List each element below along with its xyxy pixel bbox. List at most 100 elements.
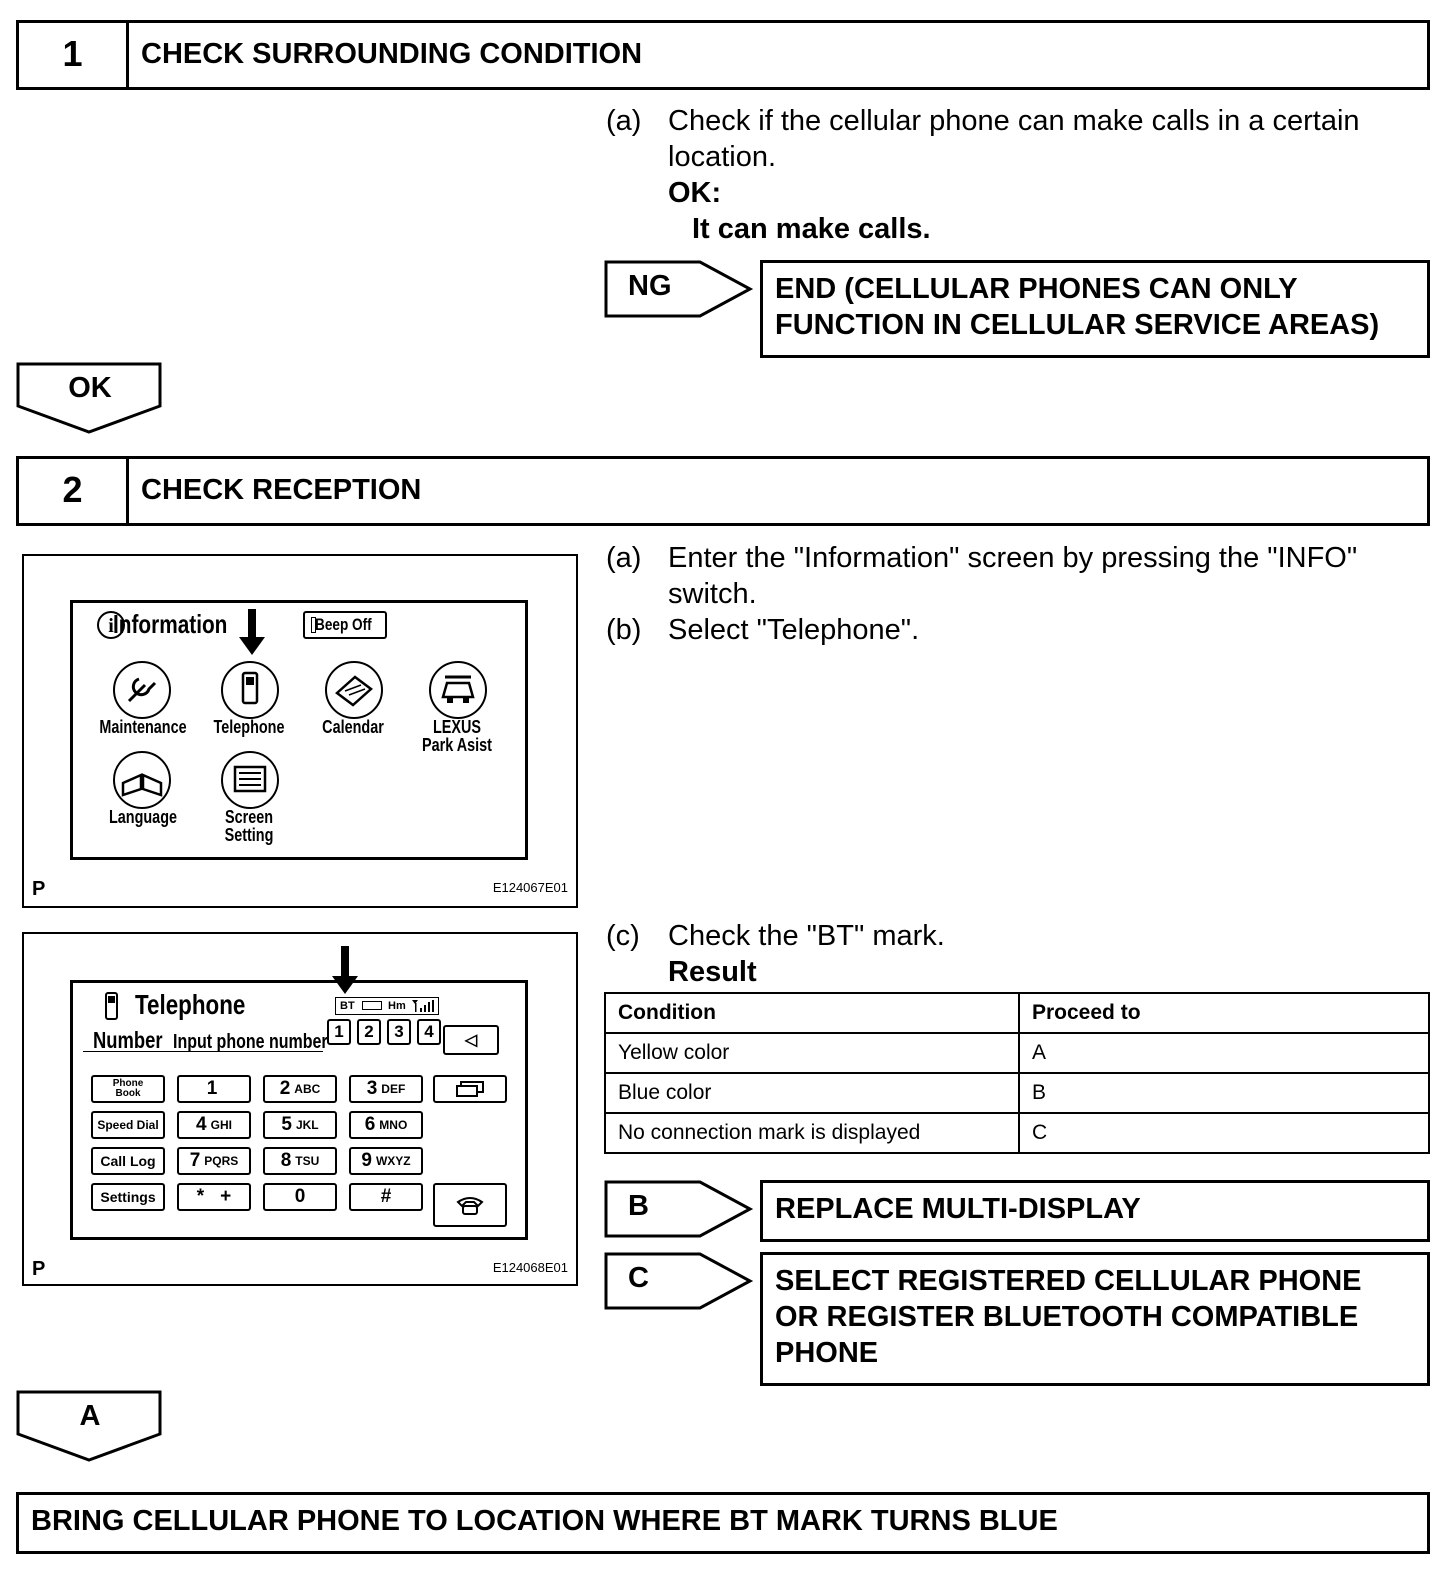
settings-key: Settings <box>91 1183 165 1211</box>
wrench-icon <box>113 661 171 719</box>
c-label: C <box>628 1262 649 1294</box>
key-5-letters: JKL <box>295 1118 319 1132</box>
key-5-digit: 5 <box>281 1114 292 1135</box>
slot-4: 4 <box>417 1019 441 1045</box>
window-icon <box>456 1081 484 1097</box>
key-6-digit: 6 <box>364 1114 376 1135</box>
step2-item-b-marker: (b) <box>606 614 642 646</box>
final-result-box: BRING CELLULAR PHONE TO LOCATION WHERE B… <box>16 1492 1430 1554</box>
ng-tag <box>604 260 754 318</box>
book-icon <box>113 751 171 809</box>
table-cell: A <box>1018 1032 1430 1074</box>
key-3-letters: DEF <box>381 1082 406 1096</box>
figure2-corner-label: P <box>32 1258 46 1280</box>
telephone-label: Telephone <box>213 717 285 737</box>
telephone-screen-title: Telephone <box>135 989 246 1020</box>
step2-item-a-marker: (a) <box>606 542 642 574</box>
ok-arrow-label: OK <box>68 372 112 404</box>
beep-off-button: Beep Off <box>303 611 387 639</box>
step1-item-a-marker: (a) <box>606 105 642 137</box>
number-underline <box>83 1051 323 1052</box>
lexus-label: LEXUS <box>432 717 481 737</box>
b-result-box: REPLACE MULTI-DISPLAY <box>760 1180 1430 1242</box>
ok-arrow <box>16 362 162 434</box>
number-label: Number <box>93 1027 163 1053</box>
key-7-digit: 7 <box>189 1150 201 1171</box>
c-result-line1: SELECT REGISTERED CELLULAR PHONE <box>775 1265 1362 1297</box>
input-phone-number-label: Input phone number <box>173 1031 328 1053</box>
step2-number: 2 <box>19 459 129 523</box>
down-arrow-icon <box>239 609 265 655</box>
table-cell: B <box>1018 1072 1430 1114</box>
table-header-row: Condition Proceed to <box>604 992 1430 1034</box>
key-0-digit: 0 <box>294 1186 306 1207</box>
ng-result-line1: END (CELLULAR PHONES CAN ONLY <box>775 273 1298 305</box>
key-4-digit: 4 <box>196 1114 207 1135</box>
car-icon <box>429 661 487 719</box>
table-cell: C <box>1018 1112 1430 1154</box>
c-result-line2: OR REGISTER BLUETOOTH COMPATIBLE <box>775 1301 1359 1333</box>
key-9-letters: WXYZ <box>375 1154 411 1168</box>
result-table: Condition Proceed to Yellow color A Blue… <box>604 992 1430 1154</box>
step2-item-b-text: Select "Telephone". <box>668 614 920 646</box>
phone-icon <box>221 661 279 719</box>
screen-setting-icon <box>221 751 279 809</box>
a-arrow <box>16 1390 162 1462</box>
step1-item-a-text: Check if the cellular phone can make cal… <box>668 103 1428 247</box>
ng-result-line2: FUNCTION IN CELLULAR SERVICE AREAS) <box>775 309 1380 341</box>
figure2-id: E124068E01 <box>492 1260 568 1275</box>
c-result-box: SELECT REGISTERED CELLULAR PHONE OR REGI… <box>760 1252 1430 1386</box>
step1-number: 1 <box>19 23 129 87</box>
window-key <box>433 1075 507 1103</box>
park-assist-label: Park Asist <box>422 735 492 755</box>
key-8-digit: 8 <box>280 1150 292 1171</box>
figure-telephone-screen: Telephone BT Hm Number Input phone numbe… <box>22 932 578 1286</box>
ng-result-box: END (CELLULAR PHONES CAN ONLY FUNCTION I… <box>760 260 1430 358</box>
table-header-condition: Condition <box>604 992 1020 1034</box>
table-row: Yellow color A <box>604 1032 1430 1074</box>
bt-mark: BT <box>340 1000 355 1012</box>
step2-header: 2 CHECK RECEPTION <box>16 456 1430 526</box>
call-key <box>433 1183 507 1227</box>
maintenance-label: Maintenance <box>99 717 187 737</box>
screen-label: Screen <box>224 807 274 827</box>
key-hash: # <box>349 1183 423 1211</box>
signal-icon <box>412 1000 434 1012</box>
table-cell: Blue color <box>604 1072 1020 1114</box>
table-cell: No connection mark is displayed <box>604 1112 1020 1154</box>
beep-off-indicator <box>311 617 316 633</box>
figure-information-screen: i Information Beep Off Maintenance Telep… <box>22 554 578 908</box>
ok-label: OK: <box>668 177 722 209</box>
step1-item-a-line1: Check if the cellular phone can make cal… <box>668 105 1360 137</box>
table-row: Blue color B <box>604 1072 1430 1114</box>
figure1-corner-label: P <box>32 878 46 900</box>
info-screen-frame: i Information Beep Off Maintenance Telep… <box>70 600 528 860</box>
ok-condition: It can make calls. <box>692 213 931 245</box>
beep-off-label: Beep Off <box>315 615 372 634</box>
handset-icon <box>456 1197 484 1215</box>
key-6-letters: MNO <box>379 1118 408 1132</box>
key-2-letters: ABC <box>294 1082 321 1096</box>
info-circle-icon: i <box>97 611 125 639</box>
back-key: ◁ <box>443 1025 499 1055</box>
telephone-screen-frame: Telephone BT Hm Number Input phone numbe… <box>70 980 528 1240</box>
calendar-icon <box>325 661 383 719</box>
slot-3: 3 <box>387 1019 411 1045</box>
key-3-digit: 3 <box>366 1078 378 1099</box>
b-label: B <box>628 1190 649 1222</box>
setting-label: Setting <box>224 825 274 845</box>
phone-book-key: Phone Book <box>91 1075 165 1103</box>
language-label: Language <box>108 807 177 827</box>
step2-item-c-text: Check the "BT" mark. <box>668 920 945 952</box>
b-tag <box>604 1180 754 1238</box>
table-cell: Yellow color <box>604 1032 1020 1074</box>
step2-item-a-line1: Enter the "Information" screen by pressi… <box>668 542 1358 574</box>
a-arrow-label: A <box>79 1400 101 1432</box>
